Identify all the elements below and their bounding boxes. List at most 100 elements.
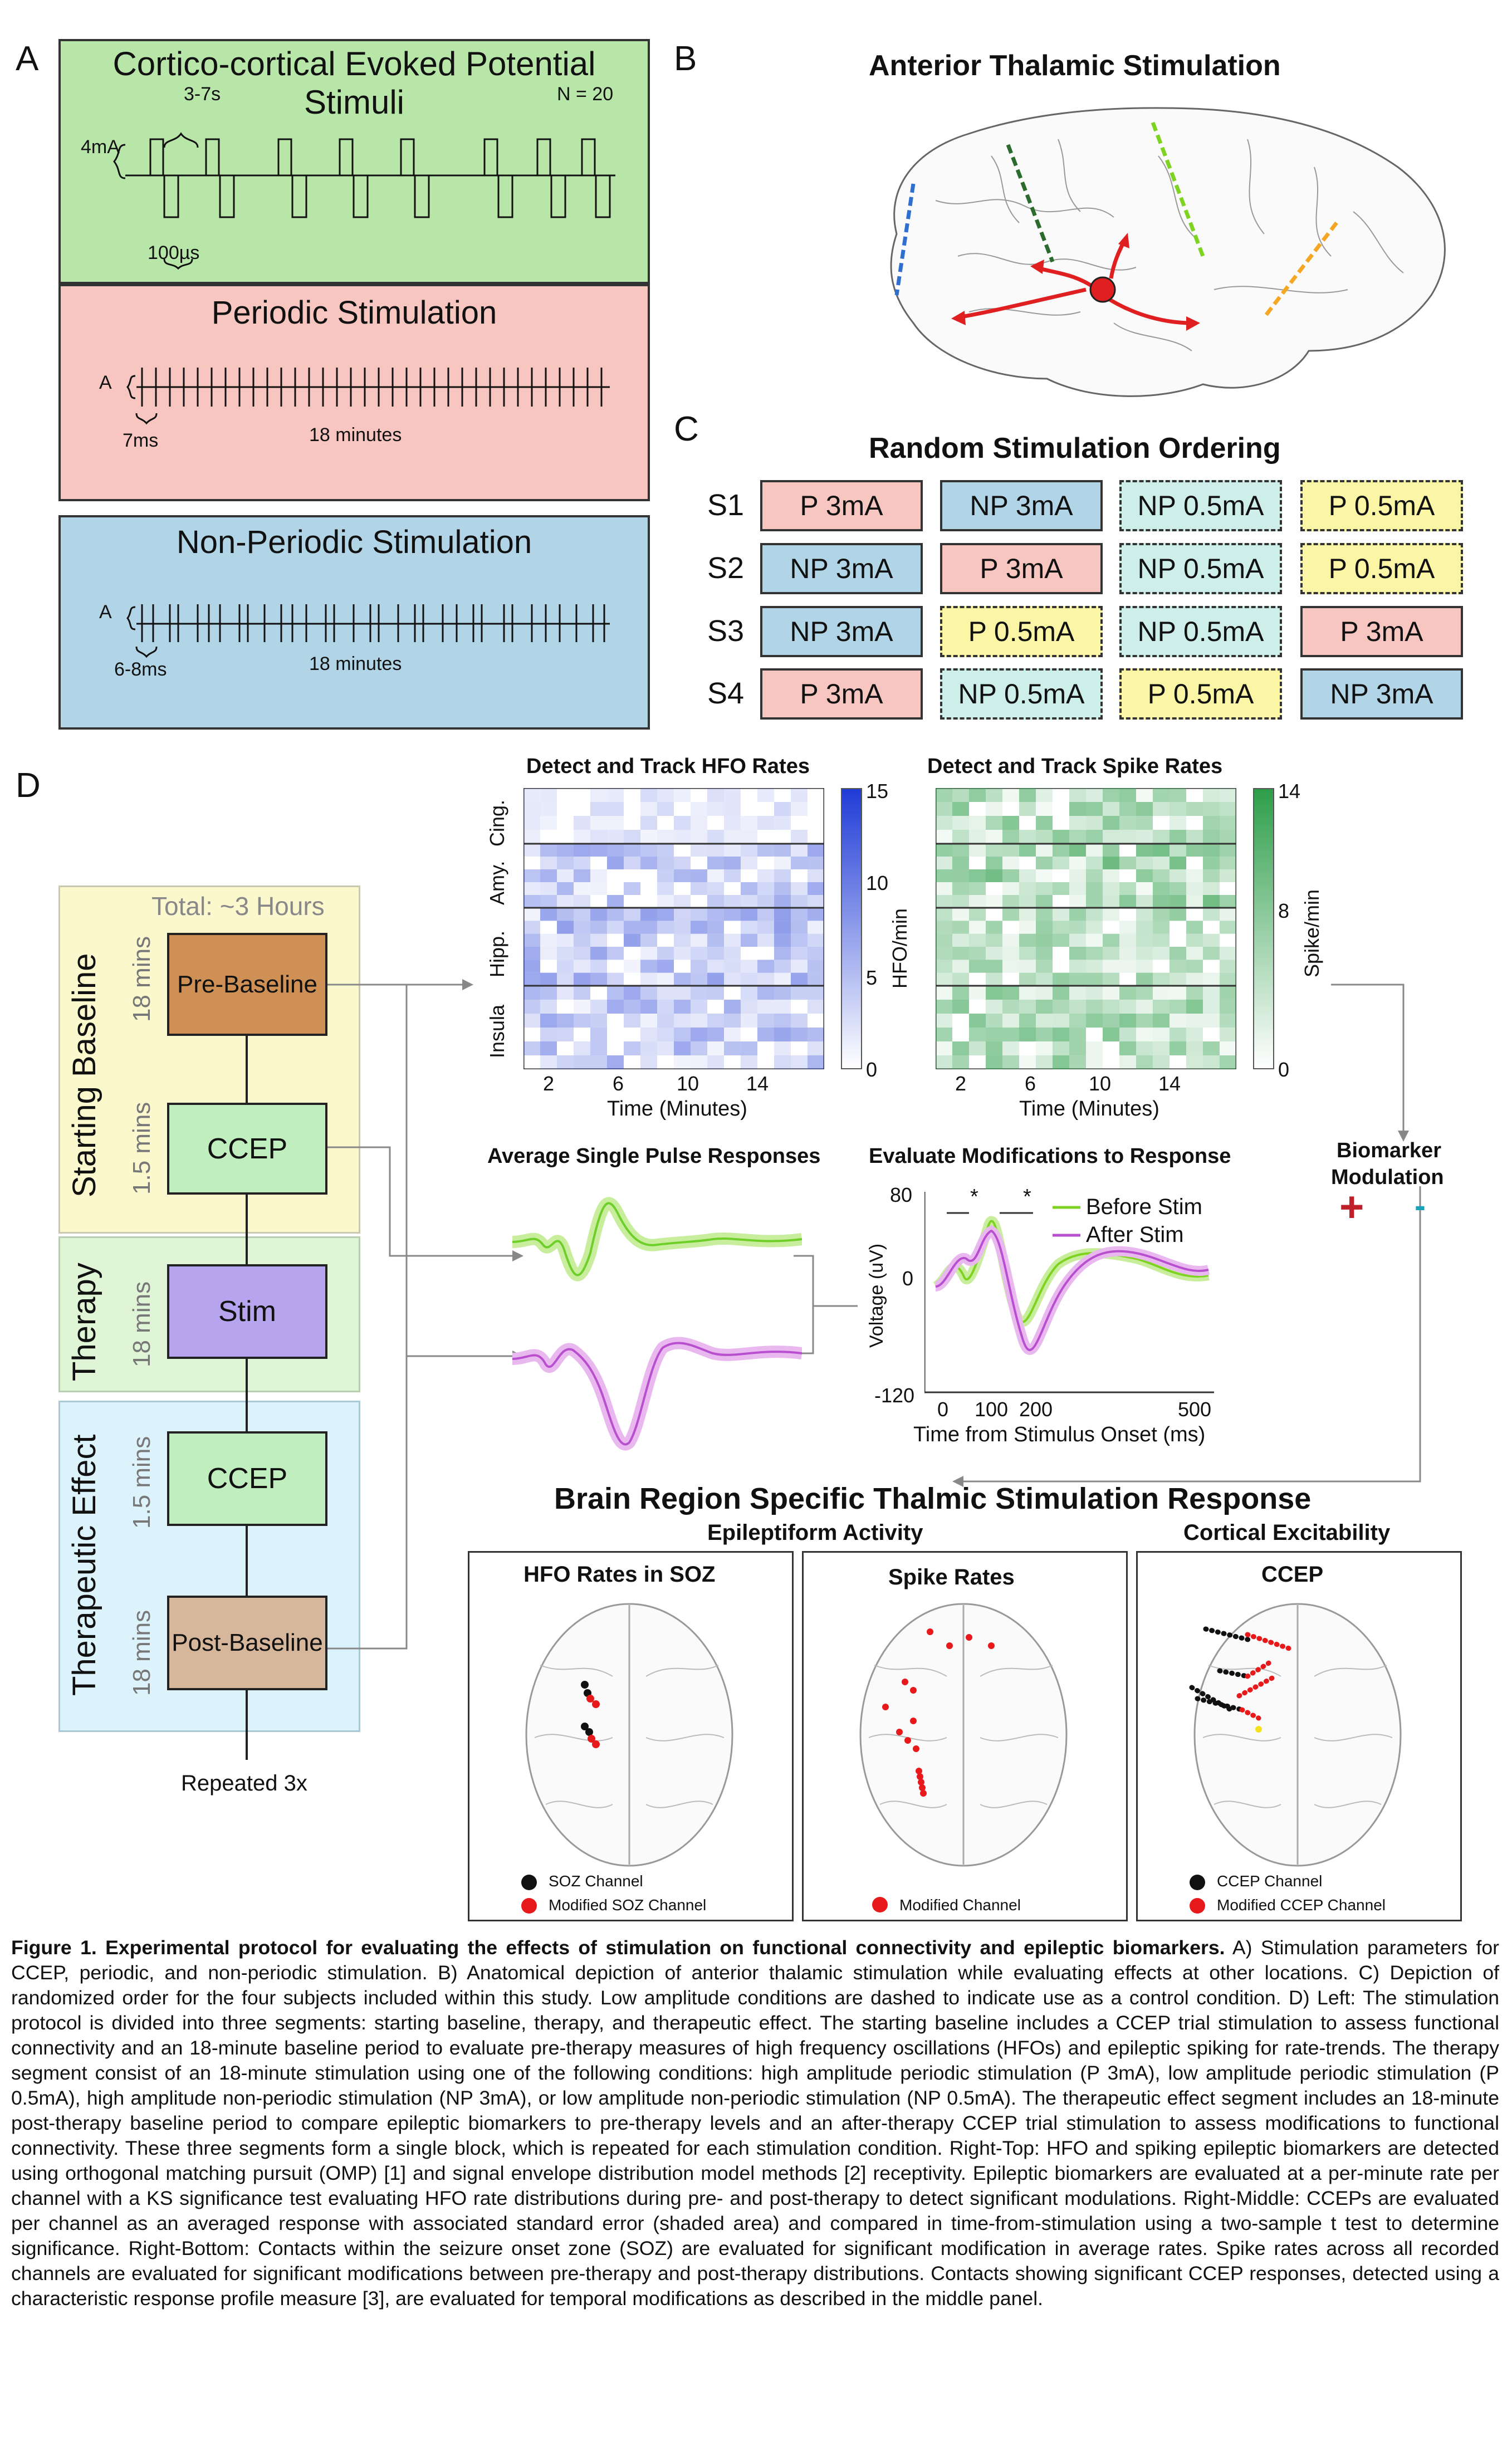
heatmap-cell — [952, 947, 969, 960]
heatmap-cell — [1153, 1000, 1170, 1014]
heatmap-cell — [707, 1014, 724, 1028]
heatmap-cell — [1170, 816, 1186, 830]
heatmap-cell — [1036, 882, 1053, 895]
heatmap-cell — [1220, 1055, 1236, 1069]
heatmap-cell — [936, 972, 952, 986]
heatmap-cell — [1136, 1000, 1153, 1014]
heatmap-cell — [1136, 1028, 1153, 1041]
heatmap-cell — [640, 1014, 657, 1028]
heatmap-cell — [1153, 1041, 1170, 1055]
heatmap-cell — [1036, 947, 1053, 960]
heatmap-cell — [1069, 788, 1086, 802]
heatmap-cell — [791, 921, 808, 934]
heatmap-cell — [724, 1041, 741, 1055]
nonperiodic-amp: A — [99, 601, 112, 623]
protocol-connectors — [246, 979, 1421, 1760]
heatmap-cell — [674, 921, 691, 934]
periodic-duration: 18 minutes — [309, 424, 402, 446]
heatmap-cell — [1136, 1041, 1153, 1055]
heatmap-cell — [1103, 802, 1119, 816]
ccep-legend-marks — [1190, 1875, 1205, 1914]
heatmap-cell — [540, 947, 557, 960]
heatmap-cell — [808, 1041, 824, 1055]
heatmap-cell — [1186, 1000, 1203, 1014]
heatmap-cell — [1153, 947, 1170, 960]
heatmap-cell — [657, 844, 674, 857]
heatmap-cell — [808, 1000, 824, 1014]
heatmap-cell — [1153, 1028, 1170, 1041]
heatmap-cell — [624, 1041, 640, 1055]
heatmap-cell — [1019, 1000, 1036, 1014]
heatmap-cell — [624, 1000, 640, 1014]
heatmap-cell — [523, 908, 540, 921]
heatmap-cell — [624, 986, 640, 1000]
heatmap-cell — [936, 816, 952, 830]
heatmap-cell — [1186, 921, 1203, 934]
heatmap-cell — [557, 921, 574, 934]
heatmap-cell — [540, 802, 557, 816]
heatmap-cell — [1119, 788, 1136, 802]
heatmap-cell — [774, 921, 791, 934]
heatmap-cell — [523, 1000, 540, 1014]
heatmap-cell — [624, 882, 640, 895]
heatmap-cell — [741, 882, 757, 895]
heatmap-cell — [1053, 1055, 1069, 1069]
heatmap-cell — [791, 972, 808, 986]
heatmap-cell — [1203, 1055, 1220, 1069]
heatmap-cell — [936, 921, 952, 934]
hfo-region-cing: Cing. — [486, 799, 508, 847]
step-pre-baseline: Pre-Baseline — [167, 933, 327, 1036]
heatmap-cell — [791, 947, 808, 960]
hfo-region-insula: Insula — [486, 1004, 508, 1058]
heatmap-cell — [1086, 869, 1103, 882]
heatmap-cell — [1103, 947, 1119, 960]
heatmap-cell — [691, 972, 707, 986]
heatmap-cell — [808, 921, 824, 934]
heatmap-cell — [1086, 844, 1103, 857]
heatmap-cell — [574, 869, 590, 882]
heatmap-cell — [657, 895, 674, 908]
heatmap-cell — [1086, 857, 1103, 869]
heatmap-cell — [691, 1028, 707, 1041]
heatmap-cell — [1220, 1041, 1236, 1055]
order-cell: P 0.5mA — [1300, 480, 1463, 531]
heatmap-cell — [741, 844, 757, 857]
heatmap-cell — [707, 788, 724, 802]
heatmap-cell — [1019, 882, 1036, 895]
eval-ylabel: Voltage (uV) — [866, 1243, 887, 1348]
nonperiodic-spacing: 6-8ms — [114, 659, 167, 680]
heatmap-cell — [1036, 1014, 1053, 1028]
heatmap-cell — [691, 882, 707, 895]
heatmap-cell — [1069, 921, 1086, 934]
heatmap-cell — [691, 960, 707, 973]
spike-rate-title: Spike Rates — [888, 1565, 1015, 1589]
heatmap-cell — [607, 830, 624, 844]
heatmap-cell — [969, 895, 986, 908]
hfo-heatmap — [523, 788, 824, 1069]
heatmap-cell — [936, 869, 952, 882]
heatmap-cell — [774, 895, 791, 908]
heatmap-cell — [540, 882, 557, 895]
heatmap-cell — [936, 1000, 952, 1014]
heatmap-cell — [1220, 857, 1236, 869]
eval-legend-before: Before Stim — [1086, 1195, 1202, 1219]
heatmap-cell — [1036, 857, 1053, 869]
heatmap-cell — [674, 857, 691, 869]
heatmap-cell — [523, 830, 540, 844]
heatmap-cell — [1220, 986, 1236, 1000]
heatmap-cell — [1119, 816, 1136, 830]
heatmap-cell — [523, 972, 540, 986]
heatmap-cell — [952, 908, 969, 921]
heatmap-cell — [1136, 972, 1153, 986]
heatmap-cell — [523, 895, 540, 908]
ccep-title: Cortico-cortical Evoked Potential Stimul… — [112, 45, 596, 121]
panel-c-title: Random Stimulation Ordering — [869, 432, 1281, 464]
heatmap-cell — [607, 788, 624, 802]
heatmap-cell — [640, 830, 657, 844]
heatmap-cell — [969, 882, 986, 895]
spike-colorbar — [1253, 788, 1274, 1069]
ccep-panel-title: CCEP — [1261, 1562, 1324, 1587]
heatmap-cell — [540, 908, 557, 921]
heatmap-cell — [1220, 1000, 1236, 1014]
heatmap-cell — [724, 1000, 741, 1014]
